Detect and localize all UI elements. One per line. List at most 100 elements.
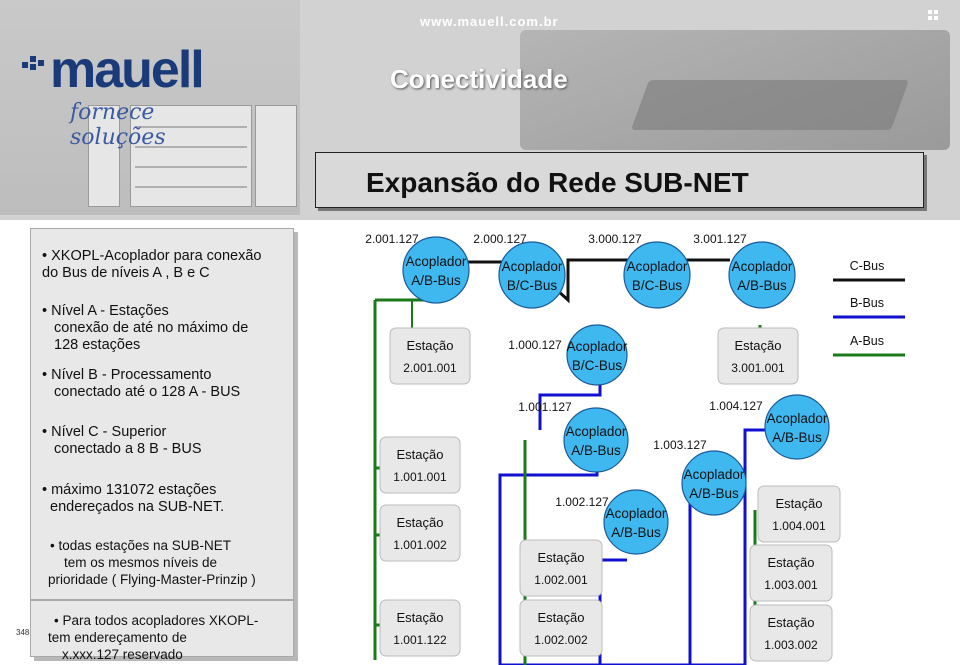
station-label: Estação bbox=[407, 338, 454, 353]
logo-mark-icon bbox=[22, 56, 44, 70]
coupler-address: 3.000.127 bbox=[588, 232, 642, 246]
coupler-address: 2.001.127 bbox=[365, 232, 419, 246]
bullet-text: prioridade ( Flying-Master-Prinzip ) bbox=[48, 572, 256, 587]
coupler-label: Acoplador bbox=[627, 259, 688, 274]
station-address: 1.001.122 bbox=[393, 633, 447, 647]
coupler-address: 3.001.127 bbox=[693, 232, 747, 246]
station-label: Estação bbox=[735, 338, 782, 353]
coupler-node bbox=[566, 324, 628, 386]
coupler-node bbox=[764, 394, 830, 460]
bullet-text: • Para todos acopladores XKOPL- bbox=[54, 613, 259, 628]
coupler-bus-label: A/B-Bus bbox=[737, 278, 787, 293]
station-address: 1.003.001 bbox=[764, 578, 818, 592]
bullet-text: 128 estações bbox=[54, 337, 141, 353]
station-address: 2.001.001 bbox=[403, 361, 457, 375]
legend-label: B-Bus bbox=[850, 296, 884, 310]
coupler-bus-label: A/B-Bus bbox=[689, 486, 739, 501]
coupler-address: 1.002.127 bbox=[555, 495, 609, 509]
station-address: 1.001.002 bbox=[393, 538, 447, 552]
coupler-bus-label: B/C-Bus bbox=[632, 278, 683, 293]
coupler-label: Acoplador bbox=[606, 506, 667, 521]
c-bus-line bbox=[555, 258, 630, 304]
title-box: Expansão do Rede SUB-NET bbox=[315, 152, 924, 208]
station-label: Estação bbox=[538, 550, 585, 565]
bullet-text: x.xxx.127 reservado bbox=[62, 647, 183, 662]
brand-name: mauell bbox=[50, 41, 205, 99]
station-box bbox=[379, 504, 461, 562]
station-box bbox=[519, 599, 603, 657]
bullet-text: • máximo 131072 estações bbox=[42, 482, 217, 498]
coupler-node bbox=[603, 489, 669, 555]
rack-module bbox=[88, 105, 120, 207]
coupler-label: Acoplador bbox=[406, 254, 467, 269]
coupler-label: Acoplador bbox=[767, 411, 828, 426]
coupler-label: Acoplador bbox=[732, 259, 793, 274]
legend-label: C-Bus bbox=[850, 259, 885, 273]
coupler-address: 1.001.127 bbox=[518, 400, 572, 414]
coupler-node bbox=[563, 407, 629, 473]
coupler-bus-label: B/C-Bus bbox=[507, 278, 558, 293]
grid-icon bbox=[928, 10, 938, 20]
bullet-text: tem os mesmos níveis de bbox=[64, 555, 218, 570]
legend-label: A-Bus bbox=[850, 334, 884, 348]
bullet-text: conectado até o 128 A - BUS bbox=[54, 384, 241, 400]
coupler-node bbox=[498, 241, 566, 309]
network-diagram-svg: 2.001.127AcopladorA/B-Bus2.000.127Acopla… bbox=[365, 232, 905, 665]
bullet-text: • Nível C - Superior bbox=[42, 424, 167, 440]
station-address: 1.002.001 bbox=[534, 573, 588, 587]
station-label: Estação bbox=[768, 555, 815, 570]
station-address: 1.003.002 bbox=[764, 638, 818, 652]
brand-tagline: fornece soluções bbox=[70, 100, 166, 150]
station-box bbox=[389, 327, 471, 385]
coupler-bus-label: A/B-Bus bbox=[571, 443, 621, 458]
coupler-bus-label: A/B-Bus bbox=[411, 273, 461, 288]
rack-module bbox=[255, 105, 297, 207]
station-address: 3.001.001 bbox=[731, 361, 785, 375]
coupler-address: 1.000.127 bbox=[508, 338, 562, 352]
station-label: Estação bbox=[397, 515, 444, 530]
website-url: www.mauell.com.br bbox=[420, 14, 559, 29]
bullet-text: • Nível B - Processamento bbox=[42, 367, 212, 383]
rack-module bbox=[130, 105, 252, 207]
coupler-label: Acoplador bbox=[502, 259, 563, 274]
bullet-text: conexão de até no máximo de bbox=[54, 320, 249, 336]
bullet-text: • XKOPL-Acoplador para conexão bbox=[42, 248, 262, 264]
station-label: Estação bbox=[538, 610, 585, 625]
coupler-node bbox=[623, 241, 691, 309]
coupler-address: 1.003.127 bbox=[653, 438, 707, 452]
station-box bbox=[717, 327, 799, 385]
coupler-bus-label: A/B-Bus bbox=[772, 430, 822, 445]
coupler-node bbox=[681, 450, 747, 516]
bullet-text: tem endereçamento de bbox=[48, 630, 187, 645]
bullet-text: • todas estações na SUB-NET bbox=[50, 538, 232, 553]
bullet-text: endereçados na SUB-NET. bbox=[50, 499, 225, 515]
station-label: Estação bbox=[776, 496, 823, 511]
section-heading: Conectividade bbox=[390, 64, 568, 94]
station-box bbox=[379, 599, 461, 657]
coupler-bus-label: B/C-Bus bbox=[572, 358, 623, 373]
b-bus-line bbox=[500, 428, 770, 665]
equipment-photo bbox=[0, 0, 300, 215]
coupler-node bbox=[402, 236, 470, 304]
station-label: Estação bbox=[768, 615, 815, 630]
station-address: 1.004.001 bbox=[772, 519, 826, 533]
station-label: Estação bbox=[397, 447, 444, 462]
page-number: 348 bbox=[16, 628, 30, 637]
coupler-address: 2.000.127 bbox=[473, 232, 527, 246]
page-title: Expansão do Rede SUB-NET bbox=[366, 167, 749, 198]
station-box bbox=[519, 539, 603, 597]
keyboard-photo bbox=[630, 80, 910, 130]
station-label: Estação bbox=[397, 610, 444, 625]
bullet-text: do Bus de níveis A , B e C bbox=[42, 265, 210, 281]
coupler-node bbox=[728, 241, 796, 309]
coupler-bus-label: A/B-Bus bbox=[611, 525, 661, 540]
bullet-panel bbox=[30, 228, 294, 600]
coupler-label: Acoplador bbox=[566, 424, 627, 439]
coupler-label: Acoplador bbox=[567, 339, 628, 354]
station-address: 1.001.001 bbox=[393, 470, 447, 484]
bullet-panel-bottom bbox=[30, 600, 294, 657]
station-box bbox=[757, 485, 841, 543]
station-box bbox=[749, 604, 833, 662]
station-address: 1.002.002 bbox=[534, 633, 588, 647]
